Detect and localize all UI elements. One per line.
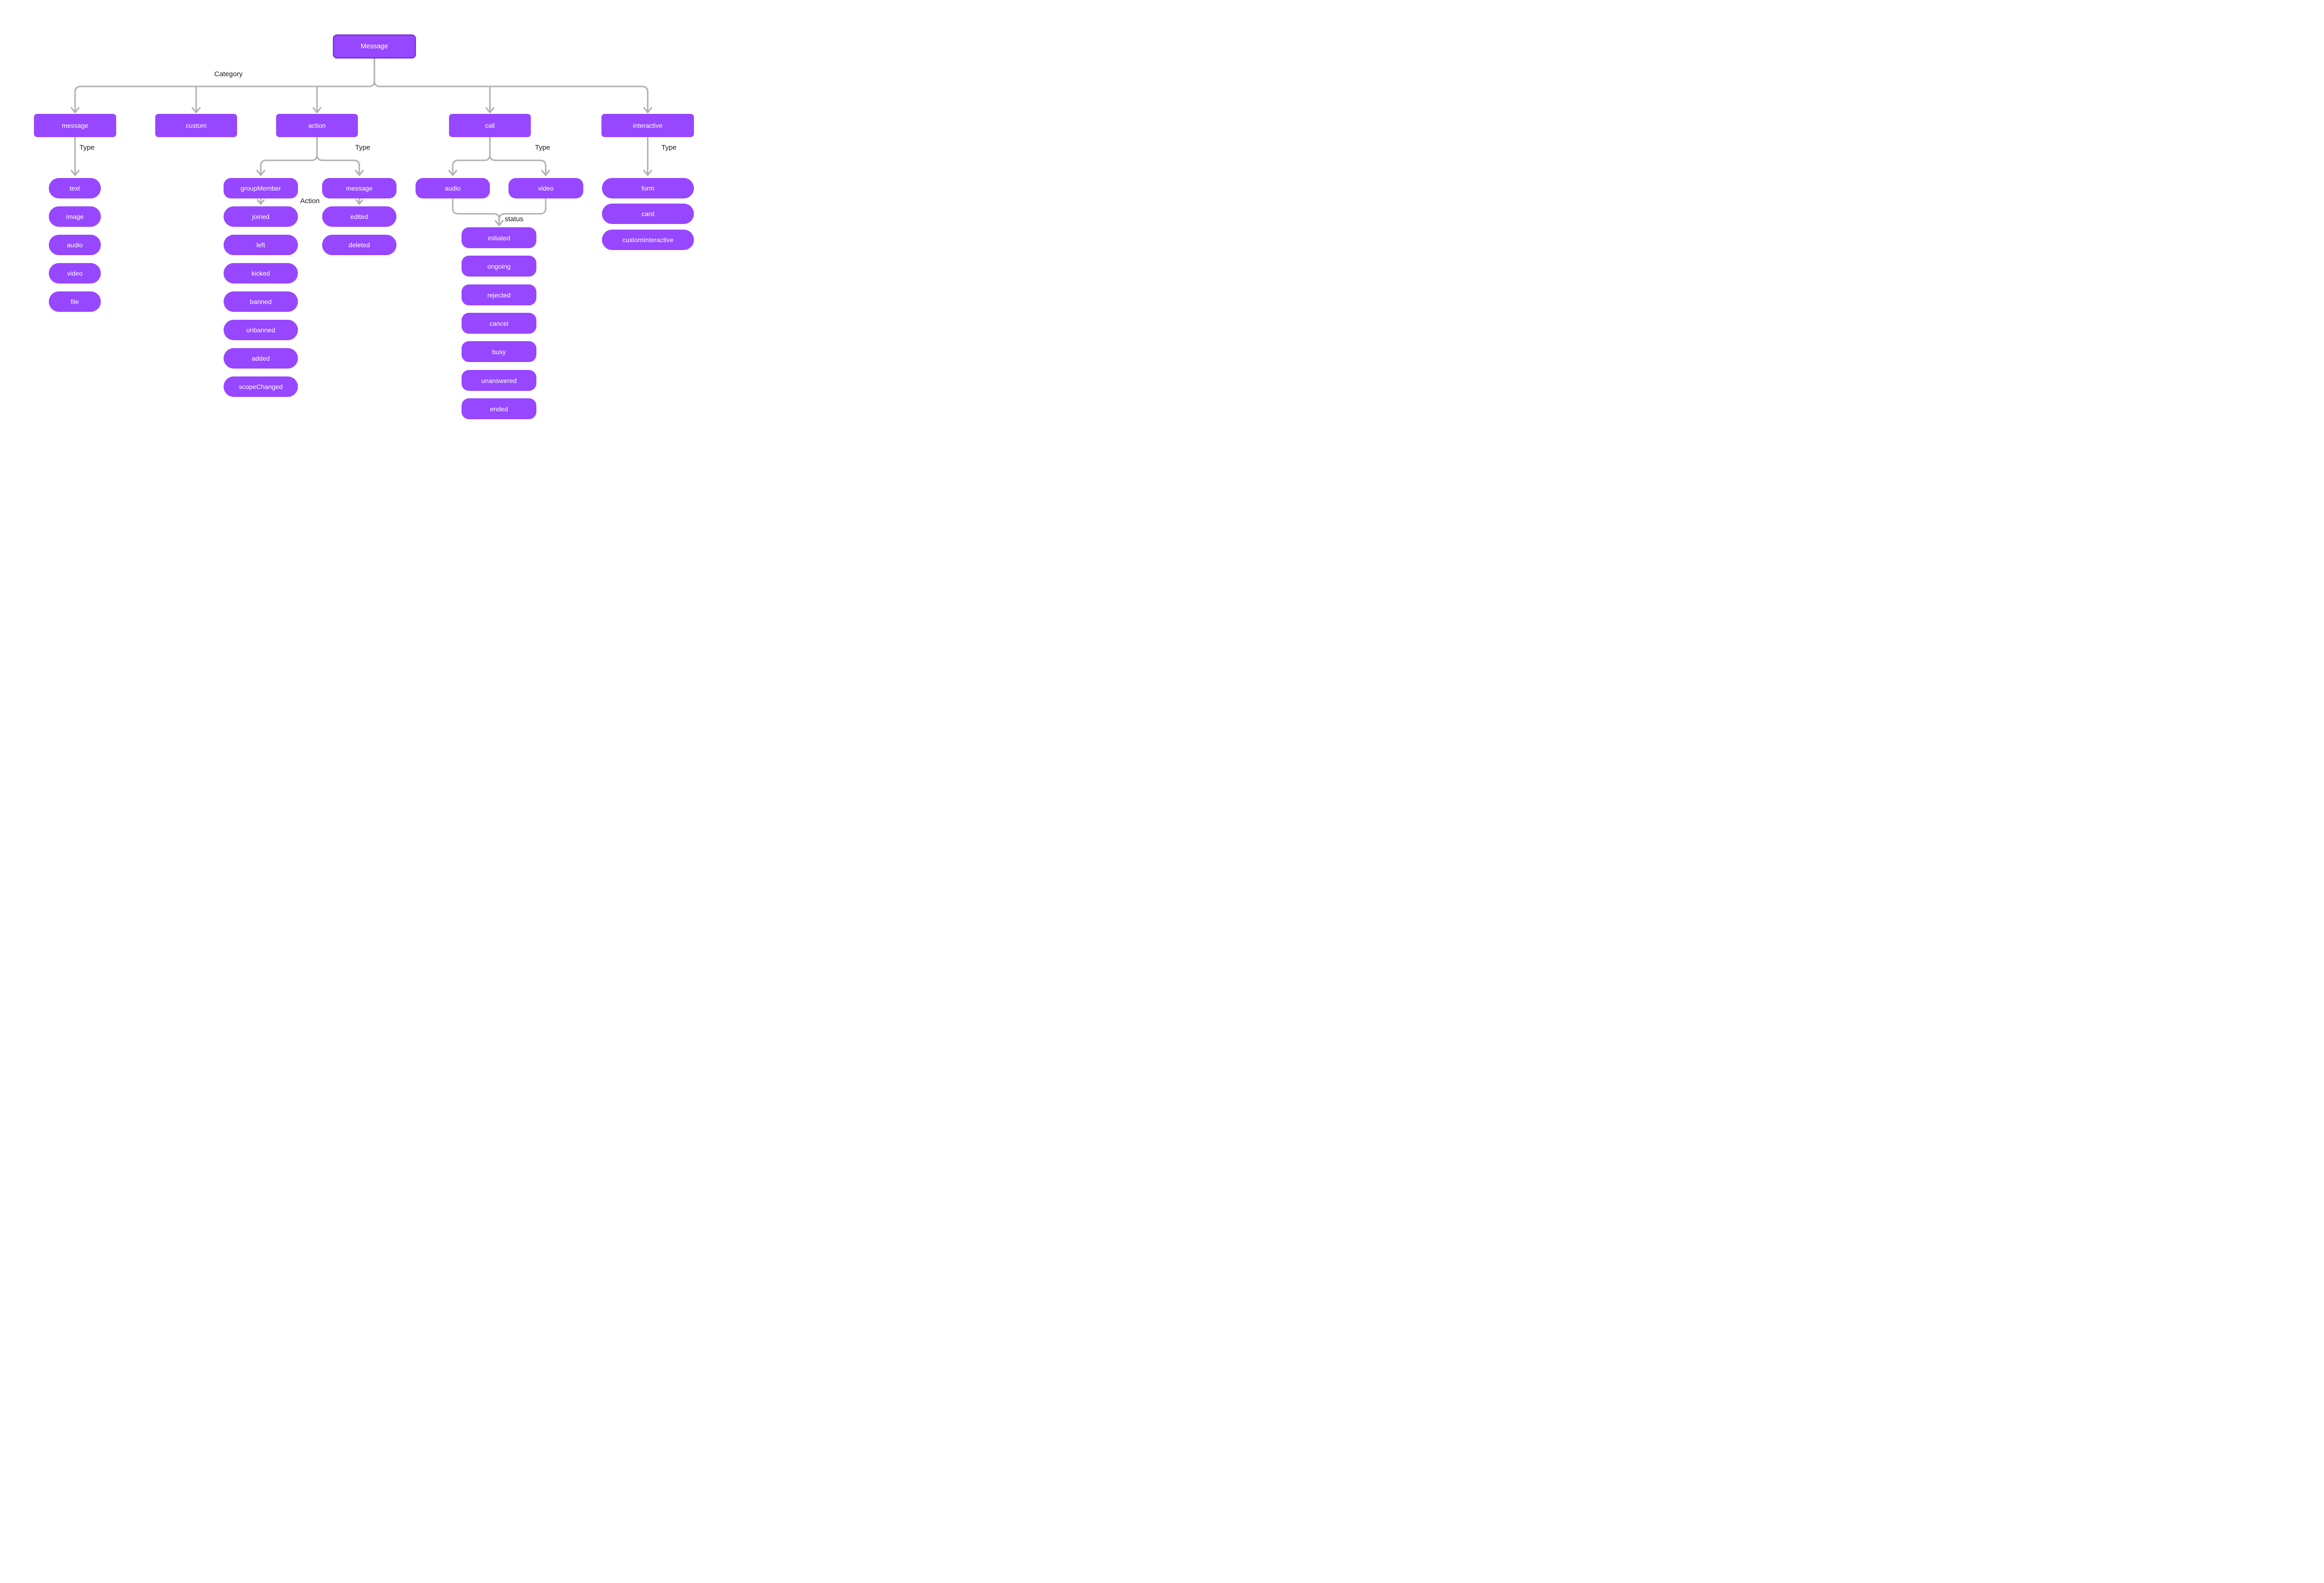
node-call-status-initiated: initiated: [462, 227, 536, 248]
node-group-action-left: left: [224, 235, 298, 255]
node-message-action-edited: edited: [322, 206, 396, 227]
arrowhead: [495, 220, 504, 226]
connector-lines: [70, 58, 653, 226]
node-group-action-banned: banned: [224, 291, 298, 312]
edge-label-type-message: Type: [79, 144, 95, 152]
node-category-interactive: interactive: [601, 114, 694, 137]
arrowhead: [643, 107, 653, 113]
edge-root-to-message: [74, 58, 376, 113]
node-action-type-message: message: [322, 178, 396, 198]
edge-call-to-video: [489, 136, 547, 176]
node-call-type-audio: audio: [416, 178, 490, 198]
node-call-status-ongoing: ongoing: [462, 256, 536, 277]
node-group-action-added: added: [224, 348, 298, 369]
node-call-status-rejected: rejected: [462, 284, 536, 305]
arrowhead: [485, 107, 495, 113]
arrowhead: [448, 170, 457, 176]
node-message-type-file: file: [49, 291, 101, 312]
edge-audio-to-status: [452, 198, 500, 220]
arrowhead: [643, 170, 653, 176]
edge-call-to-audio: [452, 136, 491, 176]
node-category-call: call: [449, 114, 531, 137]
arrowhead: [70, 170, 80, 176]
edge-label-type-call: Type: [535, 144, 550, 152]
edge-root-to-interactive: [373, 58, 649, 113]
edge-label-type-interactive: Type: [661, 144, 677, 152]
node-action-type-groupmember: groupMember: [224, 178, 298, 198]
node-group-action-joined: joined: [224, 206, 298, 227]
node-call-status-unanswered: unanswered: [462, 370, 536, 391]
arrowhead: [541, 170, 550, 176]
arrowhead: [355, 170, 364, 176]
node-group-action-scopechanged: scopeChanged: [224, 376, 298, 397]
node-message-type-image: image: [49, 206, 101, 227]
node-call-status-cancel: cancel: [462, 313, 536, 334]
edge-action-to-groupmember: [260, 136, 318, 176]
node-message-type-audio: audio: [49, 235, 101, 255]
edge-label-category: Category: [214, 70, 243, 78]
node-interactive-type-form: form: [602, 178, 694, 198]
arrowhead: [257, 199, 265, 205]
node-category-custom: custom: [155, 114, 237, 137]
edge-video-to-status: [498, 198, 547, 220]
arrowhead: [191, 107, 201, 113]
edge-label-action: Action: [300, 197, 320, 205]
node-group-action-unbanned: unbanned: [224, 320, 298, 340]
node-category-action: action: [276, 114, 358, 137]
message-type-diagram: Category Type Type Type Type Action stat…: [0, 0, 729, 453]
arrowhead: [256, 170, 265, 176]
node-call-type-video: video: [508, 178, 583, 198]
arrowhead: [355, 199, 363, 205]
node-group-action-kicked: kicked: [224, 263, 298, 284]
edge-action-to-message: [316, 136, 360, 176]
node-message-type-video: video: [49, 263, 101, 284]
node-message-type-text: text: [49, 178, 101, 198]
edge-label-status: status: [505, 215, 524, 223]
arrowhead: [70, 107, 80, 113]
node-call-status-busy: busy: [462, 341, 536, 362]
arrowhead: [312, 107, 322, 113]
node-call-status-ended: ended: [462, 398, 536, 419]
node-root-message: Message: [333, 34, 416, 59]
node-interactive-type-custominteractive: customInteractive: [602, 230, 694, 250]
node-message-action-deleted: deleted: [322, 235, 396, 255]
node-category-message: message: [34, 114, 116, 137]
edge-label-type-action: Type: [355, 144, 370, 152]
node-interactive-type-card: card: [602, 204, 694, 224]
